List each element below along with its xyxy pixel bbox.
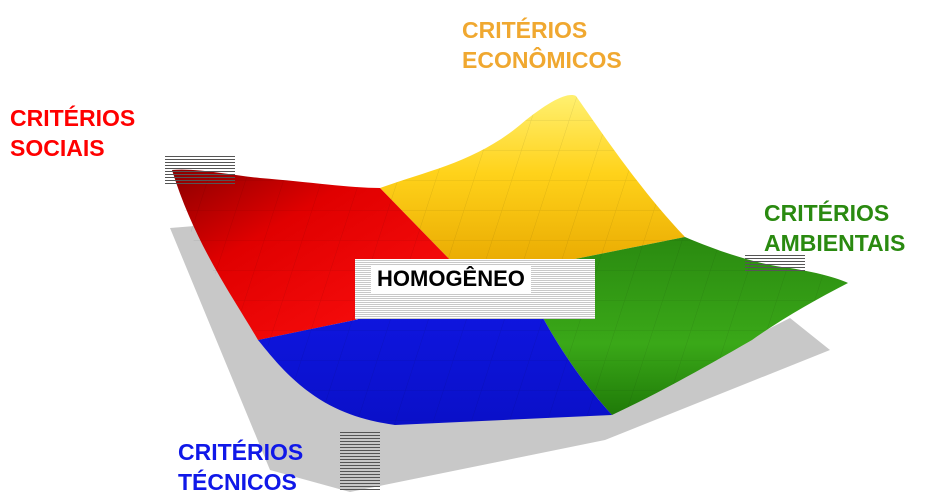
environmental-criteria-label: CRITÉRIOS AMBIENTAIS (764, 198, 905, 258)
social-label-line-1: CRITÉRIOS (10, 105, 136, 131)
economic-criteria-label: CRITÉRIOS ECONÔMICOS (462, 15, 622, 75)
surface-shadow (170, 222, 830, 492)
social-hatch (165, 155, 235, 185)
social-label-line-2: SOCIAIS (10, 135, 105, 161)
technical-label-line-2: TÉCNICOS (178, 469, 297, 495)
social-criteria-label: CRITÉRIOS SOCIAIS (10, 103, 135, 163)
technical-label-line-1: CRITÉRIOS (178, 439, 304, 465)
environmental-label-line-2: AMBIENTAIS (764, 230, 906, 256)
homogeneous-center-label: HOMOGÊNEO (355, 259, 595, 319)
technical-hatch (340, 430, 380, 492)
environmental-hatch (745, 255, 805, 273)
center-label-text: HOMOGÊNEO (371, 265, 531, 293)
technical-criteria-label: CRITÉRIOS TÉCNICOS (178, 437, 303, 497)
environmental-label-line-1: CRITÉRIOS (764, 200, 890, 226)
economic-label-line-2: ECONÔMICOS (462, 47, 622, 73)
economic-label-line-1: CRITÉRIOS (462, 17, 588, 43)
